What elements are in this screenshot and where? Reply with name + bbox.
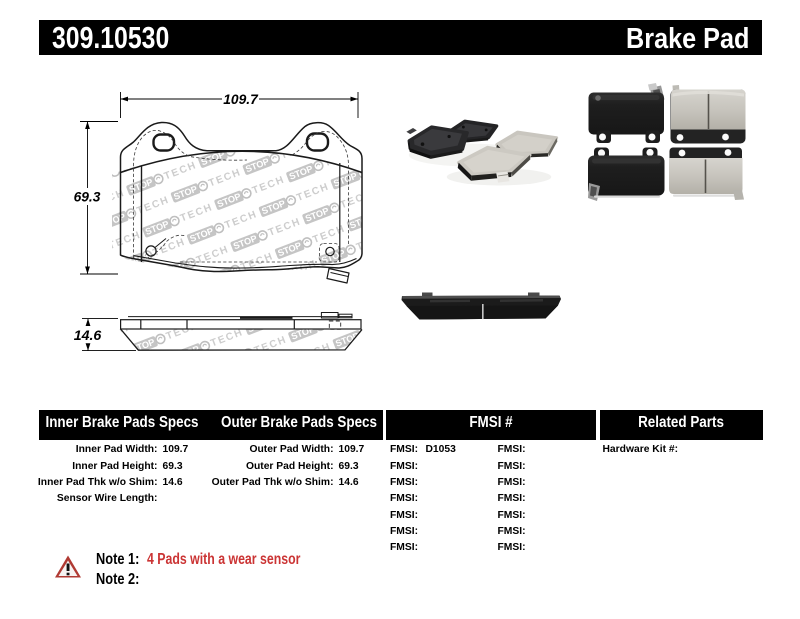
svg-text:109.7: 109.7 xyxy=(223,92,259,107)
svg-text:69.3: 69.3 xyxy=(74,190,101,205)
svg-text:14.6: 14.6 xyxy=(74,328,102,344)
